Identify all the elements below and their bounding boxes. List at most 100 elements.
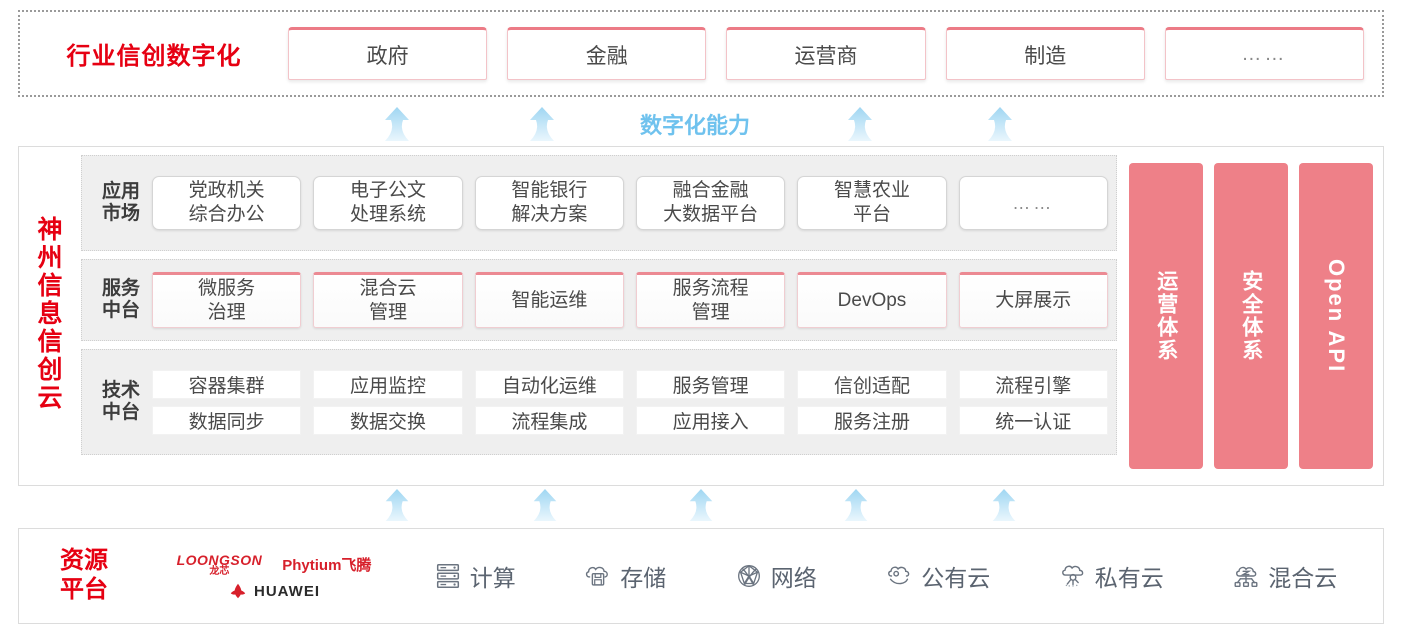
- app-cell-smart-bank[interactable]: 智能银行 解决方案: [474, 176, 624, 230]
- app-cell-e-document[interactable]: 电子公文 处理系统: [313, 176, 463, 230]
- cloud-title-char: 信: [37, 272, 63, 300]
- up-arrow-icon: [982, 489, 1026, 523]
- up-arrow-icon: [838, 107, 882, 141]
- tech-cell-xinchuang-adaptation[interactable]: 信创适配: [797, 369, 947, 399]
- pillar-label: Open API: [1324, 258, 1349, 374]
- svc-cell-devops[interactable]: DevOps: [797, 272, 947, 328]
- band-label-line: 应用: [101, 181, 140, 203]
- cell-line: 混合云: [359, 278, 417, 300]
- cell-line: 智慧农业: [833, 180, 910, 202]
- up-arrow-icon: [375, 107, 419, 141]
- capability-label: 数字化能力: [640, 113, 751, 138]
- band-label-service-platform: 服务 中台: [90, 278, 152, 322]
- tech-cell-container-cluster[interactable]: 容器集群: [152, 369, 302, 399]
- resource-title-line: 资源: [60, 547, 108, 575]
- cell-line: 治理: [207, 302, 246, 323]
- tech-cell-unified-auth[interactable]: 统一认证: [958, 405, 1108, 435]
- resource-platform-band: 资源 平台 LOONGSON 龙芯 Phytium飞腾 HUAWEI: [18, 528, 1384, 624]
- svc-cell-smart-ops[interactable]: 智能运维: [474, 272, 624, 328]
- up-arrow-icon: [523, 489, 567, 523]
- up-arrow-icon: [834, 489, 878, 523]
- tech-cell-data-exchange[interactable]: 数据交换: [313, 405, 463, 435]
- resource-item-private-cloud[interactable]: 私有云: [1058, 559, 1164, 593]
- cloud-title-char: 创: [37, 356, 63, 384]
- industry-box-government[interactable]: 政府: [288, 27, 488, 80]
- tech-cell-app-access[interactable]: 应用接入: [635, 405, 786, 435]
- cell-line: 电子公文: [349, 180, 426, 202]
- pillar-open-api[interactable]: Open API: [1299, 163, 1373, 469]
- cloud-title-char: 云: [37, 384, 63, 412]
- industry-box-finance[interactable]: 金融: [507, 27, 707, 80]
- app-cell-smart-agriculture[interactable]: 智慧农业 平台: [797, 176, 947, 230]
- svc-cell-service-process-mgmt[interactable]: 服务流程 管理: [635, 272, 786, 328]
- tech-cell-row: 数据同步 数据交换 流程集成 应用接入 服务注册 统一认证: [152, 405, 1108, 435]
- server-rack-icon: [436, 564, 459, 588]
- band-service-platform: 服务 中台 微服务 治理 混合云 管: [81, 259, 1117, 341]
- tech-cell-process-integration[interactable]: 流程集成: [474, 405, 624, 435]
- svc-cell-microservice-governance[interactable]: 微服务 治理: [152, 272, 302, 328]
- resource-item-compute[interactable]: 计算: [433, 559, 516, 593]
- tech-cell-process-engine[interactable]: 流程引擎: [958, 369, 1108, 399]
- band-label-app-market: 应用 市场: [90, 181, 152, 225]
- resource-item-network[interactable]: 网络: [734, 559, 817, 593]
- cloud-title-char: 神: [37, 216, 63, 244]
- industry-box-carrier[interactable]: 运营商: [726, 27, 926, 80]
- cloud-platform-title: 神 州 信 息 信 创 云: [19, 147, 81, 485]
- industry-box-more[interactable]: ……: [1164, 27, 1365, 80]
- private-cloud-icon: [1061, 565, 1084, 587]
- resource-item-label: 公有云: [921, 565, 991, 591]
- tech-cell-service-registry[interactable]: 服务注册: [797, 405, 947, 435]
- huawei-logo: HUAWEI: [228, 583, 320, 600]
- huawei-logo-text: HUAWEI: [254, 582, 320, 600]
- tech-cell-automation-ops[interactable]: 自动化运维: [474, 369, 624, 399]
- vendor-logo-group: LOONGSON 龙芯 Phytium飞腾 HUAWEI: [149, 553, 399, 600]
- cell-line: 服务流程: [672, 278, 749, 300]
- svc-cell-hybrid-cloud-mgmt[interactable]: 混合云 管理: [313, 272, 463, 328]
- app-cell-government-office[interactable]: 党政机关 综合办公: [152, 176, 302, 230]
- resource-item-public-cloud[interactable]: 公有云: [884, 559, 990, 593]
- up-arrow-icon: [375, 489, 419, 523]
- cell-line: 综合办公: [188, 204, 265, 225]
- cloud-title-char: 息: [37, 300, 63, 328]
- resource-item-label: 计算: [469, 565, 516, 591]
- industry-band: 行业信创数字化 政府 金融 运营商 制造 ……: [18, 10, 1384, 97]
- industry-box-list: 政府 金融 运营商 制造 ……: [288, 27, 1382, 80]
- cloud-platform-body: 应用 市场 党政机关 综合办公 电子公文: [81, 147, 1383, 485]
- cell-line: 处理系统: [349, 204, 426, 225]
- tech-cell-data-sync[interactable]: 数据同步: [152, 405, 302, 435]
- app-cell-finance-bigdata[interactable]: 融合金融 大数据平台: [635, 176, 786, 230]
- industry-box-manufacturing[interactable]: 制造: [945, 27, 1145, 80]
- tech-cell-service-mgmt[interactable]: 服务管理: [635, 369, 786, 399]
- app-cell-more[interactable]: ……: [958, 176, 1108, 230]
- resource-platform-title: 资源 平台: [19, 547, 149, 605]
- cell-line: 微服务: [198, 278, 256, 300]
- hybrid-cloud-icon: [1234, 566, 1258, 588]
- loongson-logo: LOONGSON 龙芯: [177, 553, 263, 577]
- svc-cell-dashboard[interactable]: 大屏展示: [958, 272, 1108, 328]
- network-node-icon: [737, 564, 760, 587]
- cell-line: 管理: [368, 302, 407, 323]
- up-arrow-icon: [978, 107, 1022, 141]
- resource-item-label: 私有云: [1094, 565, 1164, 591]
- band-label-line: 服务: [101, 278, 140, 300]
- cell-line: 党政机关: [188, 180, 265, 202]
- loongson-logo-subtext: 龙芯: [209, 565, 230, 577]
- resource-item-label: 存储: [620, 565, 667, 591]
- resource-item-hybrid-cloud[interactable]: 混合云: [1231, 559, 1337, 593]
- public-cloud-icon: [888, 566, 910, 585]
- pillar-security-system[interactable]: 安全体系: [1214, 163, 1288, 469]
- cell-line: 智能银行: [511, 180, 588, 202]
- resource-item-storage[interactable]: 存储: [583, 559, 666, 593]
- up-arrow-icon: [679, 489, 723, 523]
- resource-arrow-row: [0, 489, 1402, 525]
- band-label-tech-platform: 技术 中台: [90, 380, 152, 424]
- pillar-operation-system[interactable]: 运营体系: [1129, 163, 1203, 469]
- tech-cell-app-monitoring[interactable]: 应用监控: [313, 369, 463, 399]
- industry-band-title: 行业信创数字化: [66, 43, 242, 70]
- cloud-band-list: 应用 市场 党政机关 综合办公 电子公文: [81, 155, 1117, 477]
- cell-line: 解决方案: [511, 204, 588, 225]
- vendor-logo-row: HUAWEI: [228, 583, 320, 600]
- pillar-label: 运营体系: [1154, 270, 1178, 362]
- cell-line: 管理: [691, 302, 730, 323]
